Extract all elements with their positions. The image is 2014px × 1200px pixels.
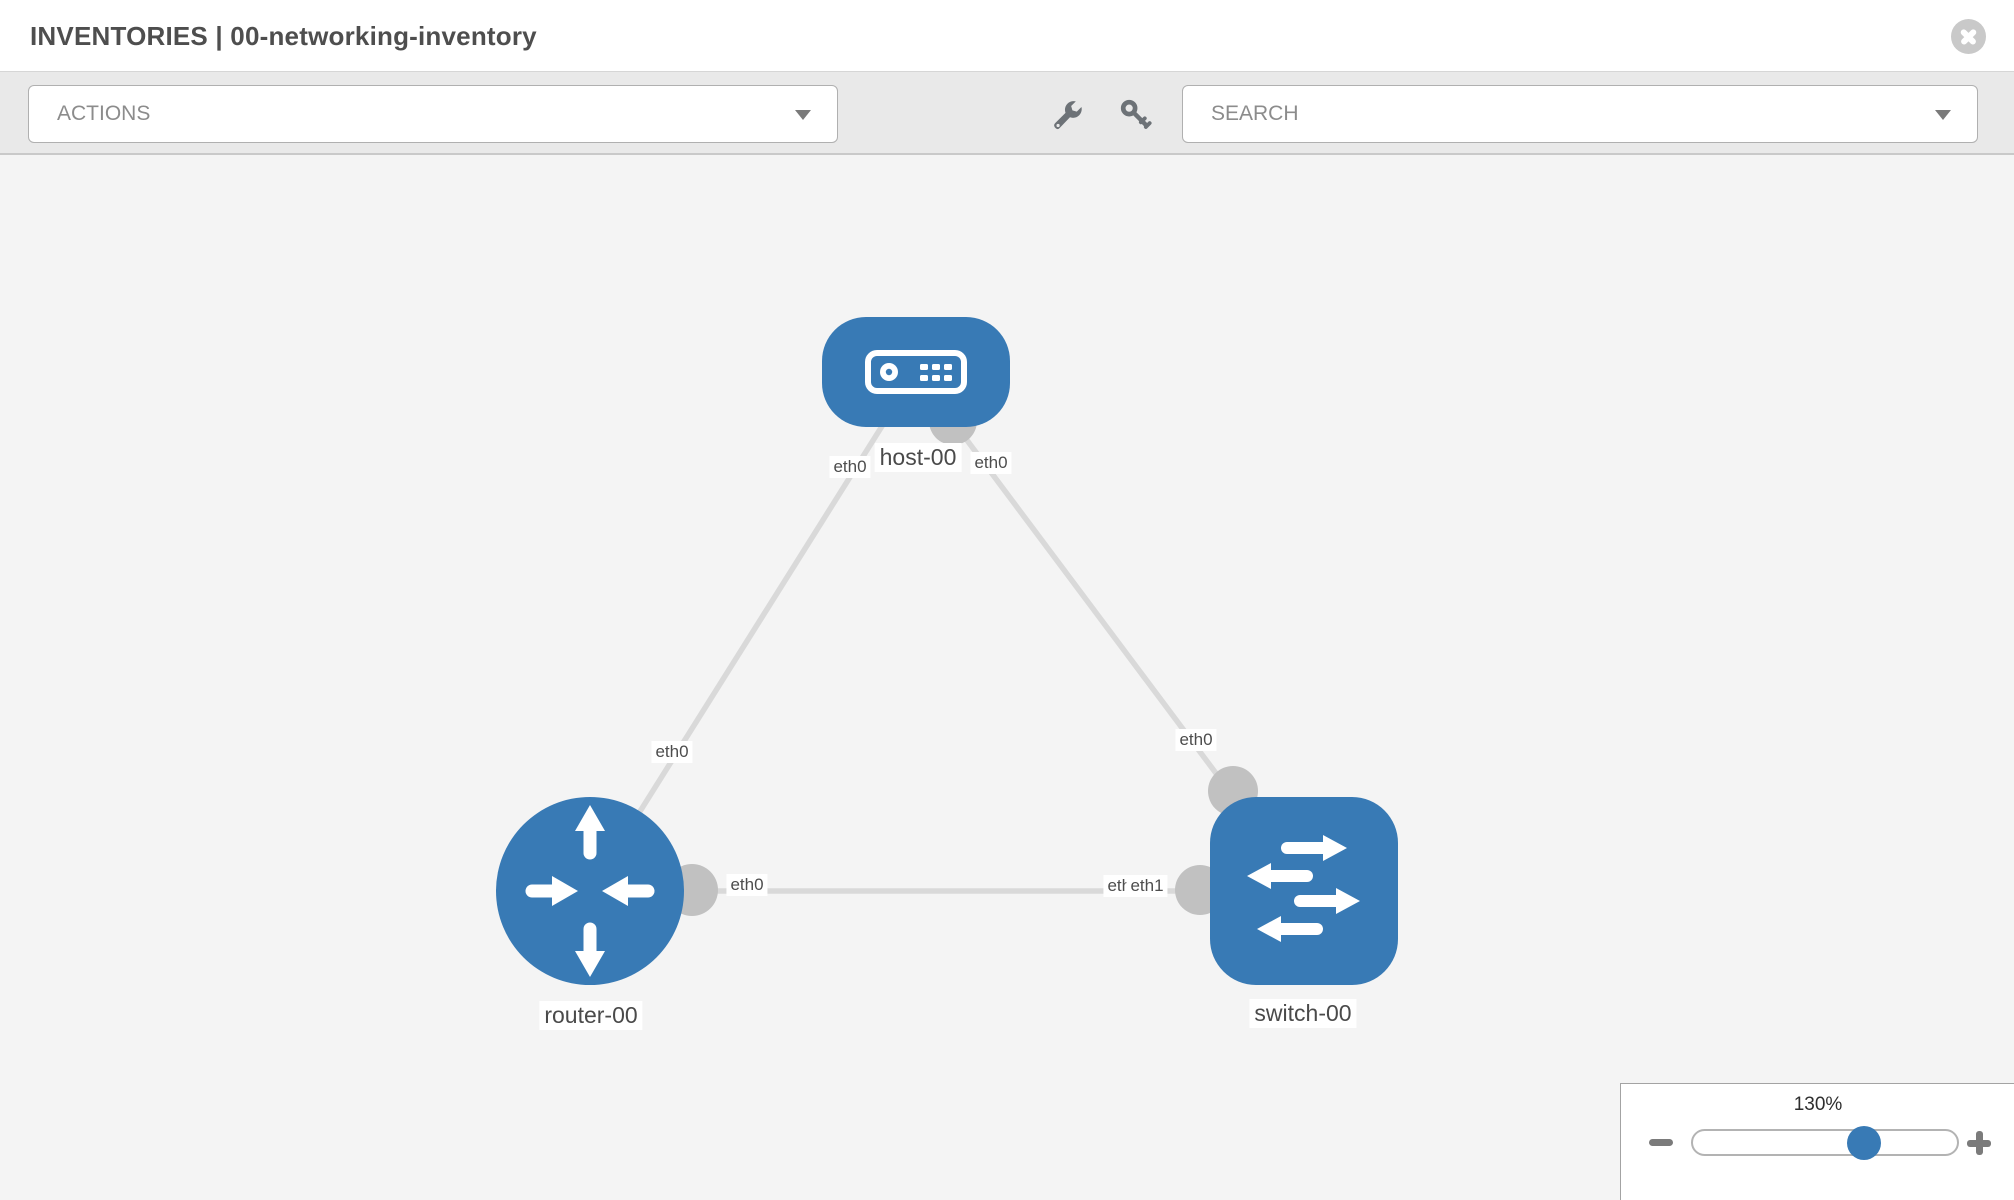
search-placeholder: SEARCH [1211,102,1299,125]
interface-label: eth0 [1175,729,1217,751]
zoom-in-button[interactable] [1967,1131,1991,1155]
interface-label: eth0 [970,452,1012,474]
key-icon[interactable] [1118,97,1152,131]
zoom-slider-thumb[interactable] [1847,1126,1881,1160]
wrench-icon[interactable] [1050,97,1084,131]
router-icon [525,805,655,977]
zoom-slider-track[interactable] [1691,1129,1959,1156]
interface-circles [666,397,1258,916]
node-host-00[interactable] [822,317,1010,427]
node-router-00[interactable] [496,797,684,985]
zoom-panel: 130% [1620,1083,2014,1200]
chevron-down-icon [795,110,811,120]
node-label-switch: switch-00 [1249,999,1357,1028]
search-dropdown[interactable]: SEARCH [1182,85,1978,143]
node-label-router: router-00 [539,1001,643,1030]
topology-canvas[interactable]: eth0 eth0 eth0 eth0 eth0 eth0 eth1 host-… [0,155,2014,1200]
interface-label: eth1 [1126,875,1168,897]
toolbar: ACTIONS SEARCH [0,72,2014,155]
actions-dropdown[interactable]: ACTIONS [28,85,838,143]
page-title: INVENTORIES | 00-networking-inventory [30,21,537,51]
close-icon[interactable] [1951,19,1986,54]
zoom-out-button[interactable] [1649,1139,1673,1146]
node-label-host: host-00 [874,443,962,472]
host-icon [865,350,967,394]
actions-dropdown-label: ACTIONS [57,102,151,125]
interface-label: eth0 [651,741,693,763]
page-header: INVENTORIES | 00-networking-inventory [0,0,2014,72]
zoom-level-value: 130% [1793,1094,1843,1115]
chevron-down-icon [1935,110,1951,120]
interface-label: eth0 [726,874,768,896]
interface-label: eth0 [829,456,871,478]
node-switch-00[interactable] [1210,797,1398,985]
switch-icon [1247,835,1360,942]
